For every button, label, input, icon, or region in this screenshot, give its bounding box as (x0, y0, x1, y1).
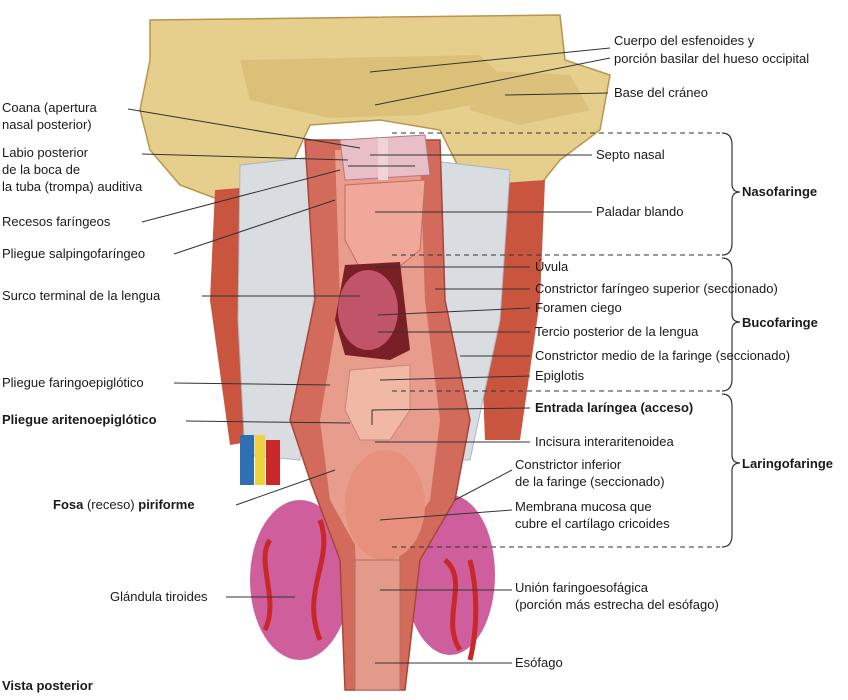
region-laringofaringe: Laringofaringe (742, 456, 834, 471)
label-cuerpo: Cuerpo del esfenoides y (614, 33, 755, 48)
label-fosa-c: piriforme (138, 497, 195, 512)
artery-vessel (266, 440, 280, 485)
label-base: Base del cráneo (614, 85, 708, 100)
label-entrada: Entrada laríngea (acceso) (535, 400, 694, 415)
label-paladar: Paladar blando (596, 204, 684, 219)
label-fosa-b: (receso) (83, 497, 139, 512)
label-union: Unión faringoesofágica (515, 580, 648, 595)
label-fosa-a: Fosa (53, 497, 84, 512)
label-pliegue-ariteno: Pliegue aritenoepiglótico (2, 412, 157, 427)
label-tiroides: Glándula tiroides (110, 589, 208, 604)
label-coana: Coana (apertura (2, 100, 97, 115)
esophagus-tube (354, 559, 401, 691)
label-vista: Vista posterior (2, 678, 93, 693)
basilar-shadow (240, 55, 520, 118)
label-membrana-2: cubre el cartílago cricoides (515, 516, 670, 531)
label-recesos: Recesos faríngeos (2, 214, 111, 229)
label-tercio: Tercio posterior de la lengua (535, 324, 699, 339)
label-membrana: Membrana mucosa que (515, 499, 652, 514)
region-braces (721, 132, 741, 548)
region-nasofaringe: Nasofaringe (742, 184, 818, 199)
cricoid-bulge (345, 450, 425, 560)
label-labio-2: de la boca de (2, 162, 81, 177)
label-constrictor-medio: Constrictor medio de la faringe (seccion… (535, 348, 791, 363)
label-esofago: Esófago (515, 655, 563, 670)
label-pliegue-faringoepi: Pliegue faringoepiglótico (2, 375, 144, 390)
label-constrictor-sup: Constrictor faríngeo superior (seccionad… (535, 281, 778, 296)
region-dividers (392, 132, 720, 548)
vein-vessel (240, 435, 254, 485)
epiglottis-shape (344, 364, 411, 441)
label-constrictor-inf: Constrictor inferior (515, 457, 622, 472)
label-union-2: (porción más estrecha del esófago) (515, 597, 719, 612)
label-uvula: Úvula (535, 259, 569, 274)
thyroid-arteries (262, 519, 479, 661)
cranial-base-right (470, 70, 590, 125)
nasal-septum (378, 138, 388, 180)
tongue-posterior (338, 270, 398, 350)
leader-lines (127, 47, 611, 664)
label-septo: Septo nasal (596, 147, 665, 162)
label-constrictor-inf-2: de la faringe (seccionado) (515, 474, 665, 489)
label-labio: Labio posterior (2, 145, 88, 160)
label-surco: Surco terminal de la lengua (2, 288, 161, 303)
label-cuerpo-2: porción basilar del hueso occipital (614, 51, 810, 66)
nerve-vessel (255, 435, 265, 485)
label-foramen: Foramen ciego (535, 300, 622, 315)
label-incisura: Incisura interaritenoidea (535, 434, 674, 449)
label-coana-2: nasal posterior) (2, 117, 92, 132)
label-pliegue-salpingo: Pliegue salpingofaríngeo (2, 246, 146, 261)
region-bucofaringe: Bucofaringe (742, 315, 818, 330)
label-epiglotis: Epiglotis (535, 368, 585, 383)
label-labio-3: la tuba (trompa) auditiva (2, 179, 143, 194)
label-fosa: Fosa (receso) piriforme (53, 497, 195, 513)
